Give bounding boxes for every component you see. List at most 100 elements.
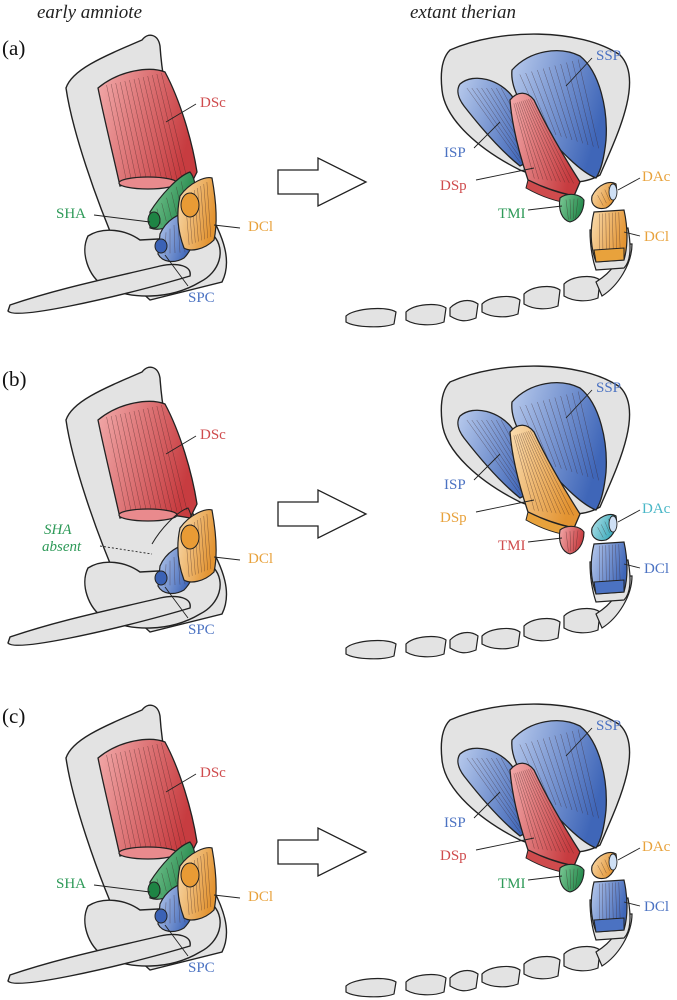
muscle-fiber [476,757,526,831]
muscle-fiber [537,739,562,807]
sha-label: SHA [56,206,86,222]
muscle-fiber [200,185,205,240]
sha-leader-line [93,214,151,223]
spc-leader-line [164,924,189,957]
muscle-fiber [554,735,578,812]
dac-leader-line [617,509,641,523]
acromion-process [608,515,618,533]
muscle-fiber [548,398,573,473]
clavicle-bone [7,595,191,646]
transition-arrow-icon [277,826,368,878]
clavicle-bone [7,933,191,984]
muscle-fiber [171,192,177,215]
muscle-fiber [106,416,128,516]
isp-leader-line [473,121,501,149]
muscle-fiber [537,69,562,137]
panel-label-a: (a) [2,36,26,60]
sternebra-bone [345,639,397,660]
muscle-fiber [517,102,544,180]
muscle-fiber [604,859,610,871]
muscle-fiber [133,78,158,182]
dsc-muscle-insertion [118,846,178,860]
muscle-fiber [197,187,202,241]
muscle-fiber [173,224,176,254]
sternebra-bone [345,307,397,328]
tmi-muscle [558,525,585,555]
dsc-leader-line [165,103,197,123]
muscle-fiber [520,101,553,181]
dcl-leader-line [213,556,241,561]
dac-label: DAc [642,169,671,185]
muscle-fiber [522,432,557,514]
muscle-fiber [138,409,163,513]
muscle-fiber [600,862,607,874]
muscle-fiber [203,183,209,239]
dsp-leader-line [475,837,535,851]
muscle-fiber [554,397,578,474]
muscle-fiber [529,430,574,516]
muscle-fiber [110,753,133,854]
ssp-leader-line [565,389,593,419]
muscle-fiber [203,515,209,571]
dcl-leader-line [213,894,241,899]
muscle-fiber [133,748,158,852]
muscle-fiber [197,519,202,573]
muscle-fiber [526,431,566,515]
muscle-fiber [524,100,561,182]
muscle-fiber [115,82,138,183]
muscle-fiber [529,768,574,854]
muscle-fiber [515,434,539,512]
muscle-fiber [466,87,521,164]
muscle-fiber [572,868,575,889]
muscle-fiber [171,862,177,885]
isp-label: ISP [444,477,466,493]
muscle-fiber [526,769,566,853]
sternebra-bone [449,969,479,992]
muscle-fiber [566,732,589,816]
muscle-fiber [138,77,163,181]
therian-dcl-label: DCl [644,229,669,245]
tmi-label: TMI [498,206,526,222]
muscle-fiber [575,868,579,889]
dac-label: DAc [642,501,671,517]
muscle-fiber [124,412,148,514]
muscle-fiber [173,556,176,586]
dcl-muscle-insertion [180,192,200,218]
muscle-fiber [575,530,579,551]
transition-arrow-icon [277,488,368,540]
sternebra-bone [563,945,601,972]
muscle-fiber [156,73,183,179]
muscle-fiber [554,65,578,142]
isp-label: ISP [444,815,466,831]
tmi-label: TMI [498,538,526,554]
sternebra-bone [405,303,447,326]
muscle-fiber [575,198,579,219]
sternebra-bone [563,275,601,302]
muscle-fiber [548,736,573,811]
dsp-muscle [509,92,581,197]
muscle-fiber [600,524,607,536]
spc-leader-line [164,254,189,287]
therian-dcl-label: DCl [644,899,669,915]
muscle-fiber [560,733,583,814]
muscle-fiber [110,83,133,184]
muscle-fiber [522,100,557,182]
muscle-fiber [147,407,173,512]
muscle-fiber [513,435,535,511]
muscle-fiber [476,87,526,161]
muscle-fiber [166,197,172,218]
muscle-fiber [569,869,572,890]
sha-leader-line [93,884,151,893]
clavicle-bone [7,263,191,314]
spc-muscle-insertion [154,570,168,586]
muscle-fiber [577,729,599,819]
muscle-fiber [513,773,535,849]
sternebra-bone [449,631,479,654]
muscle-fiber [173,894,176,924]
dsc-muscle-insertion [118,176,178,190]
sternebra-bone [481,965,521,988]
muscle-fiber [142,408,168,513]
muscle-fiber [115,414,138,515]
